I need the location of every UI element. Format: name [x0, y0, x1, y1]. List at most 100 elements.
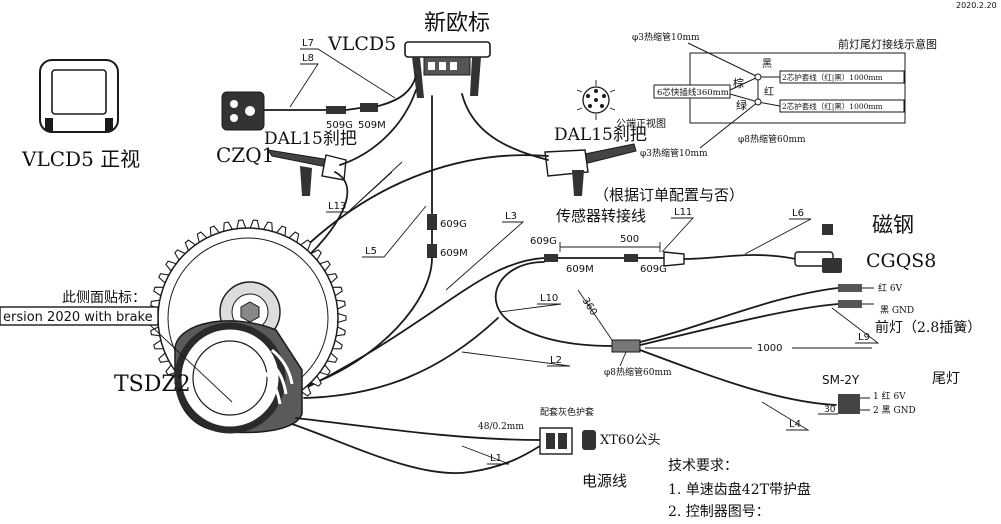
left-brake-label: DAL15刹把: [264, 129, 357, 149]
cable-l6: [683, 254, 797, 260]
cable-l10: [494, 261, 613, 347]
heatshrink-center-label: φ8热缩管60mm: [738, 133, 806, 145]
cable-label-l2: L2: [550, 355, 562, 366]
cable-label-l7: L7: [302, 38, 314, 49]
heatshrink-top-label: φ3热缩管10mm: [632, 31, 700, 43]
cable-front-light-red: [639, 287, 839, 343]
cable-front-light-black: [639, 303, 839, 346]
cable-label-l6: L6: [792, 208, 804, 219]
light-wiring-lines: [687, 42, 781, 149]
cable-label-l8: L8: [302, 53, 314, 64]
heatshrink-bottom-label: φ3热缩管10mm: [640, 147, 708, 159]
connector-509g: [326, 106, 346, 114]
connector-509g-label: 509G: [326, 120, 353, 131]
right-brake-label: DAL15刹把: [554, 125, 647, 145]
wire-black-label: 黑: [762, 58, 772, 70]
xt60-connector: [539, 427, 573, 455]
motor-label-text: ersion 2020 with brake: [3, 310, 153, 325]
connector-609m-sensor-label: 609M: [566, 264, 594, 275]
leader-l9: [831, 307, 880, 344]
tail-light-connector: [838, 394, 870, 414]
heatshrink-sleeve: [611, 339, 641, 353]
tail-light-model: SM-2Y: [822, 373, 860, 387]
connector-609g-top: [427, 214, 437, 230]
front-light-title: 前灯（2.8插簧）: [875, 319, 981, 336]
light-cable-heatshrink-label: φ8热缩管60mm: [604, 366, 672, 378]
cable-label-l10: L10: [540, 293, 558, 304]
cable-remote-to-display: [377, 75, 417, 107]
sensor-adapter-note: （根据订单配置与否）: [594, 186, 744, 204]
six-core-box: [653, 84, 731, 99]
connector-509m-label: 509M: [358, 120, 386, 131]
display-front-view-icon: [39, 59, 119, 133]
front-light-black-label: 黑 GND: [880, 305, 914, 316]
leader-l7: [300, 48, 396, 99]
cable-display-right-brake: [461, 93, 549, 161]
cable-l2: [303, 317, 499, 399]
connector-609m-top: [427, 244, 437, 258]
tail-light-pin2: 2 黑 GND: [873, 405, 916, 416]
speed-sensor-model-label: CGQS8: [866, 250, 936, 272]
wire-red-label: 红: [764, 85, 774, 98]
power-cable-title: 电源线: [582, 472, 627, 490]
magnet: [822, 224, 833, 235]
front-light-connector-black: [838, 300, 874, 308]
leader-l13: [326, 161, 403, 213]
pin-view-label: 公端正视图: [616, 117, 666, 130]
cable-label-l1: L1: [490, 453, 502, 464]
xt60-plug: [582, 430, 596, 450]
leader-l10: [499, 303, 562, 313]
connector-609g-top-label: 609G: [440, 219, 467, 230]
tail-light-pin1: 1 红 6V: [873, 390, 906, 402]
leader-l4: [761, 401, 810, 431]
connector-609g-sensor-right-label: 609G: [640, 264, 667, 275]
motor-label-note: 此侧面贴标：: [62, 290, 146, 306]
two-core-bottom-box: [779, 99, 905, 113]
cable-tail-light: [639, 349, 837, 406]
motor-model-label: TSDZ2: [114, 372, 191, 397]
cable-label-l11: L11: [674, 207, 692, 218]
cable-label-l3: L3: [505, 211, 517, 222]
wire-node-bottom: [754, 98, 762, 106]
drawing-date: 2020.2.20: [956, 1, 997, 10]
leader-l5: [362, 205, 427, 258]
connector-609m-top-label: 609M: [440, 248, 468, 259]
cable-l1: [291, 423, 541, 474]
right-brake-lever: [544, 143, 637, 196]
light-wiring-title: 前灯尾灯接线示意图: [838, 37, 937, 51]
two-core-top-label: 2芯护套线（红|黑）1000mm: [782, 72, 883, 82]
motor-housing: [174, 320, 303, 434]
power-sheath-label: 配套灰色护套: [540, 406, 594, 418]
display-front-view-label: VLCD5 正视: [21, 147, 140, 171]
power-wire-spec: 48/0.2mm: [478, 422, 524, 432]
speed-sensor-magnet-label: 磁钢: [872, 213, 914, 237]
cable-label-l5: L5: [365, 246, 377, 257]
wire-node-top: [754, 73, 762, 81]
remote-model-label: CZQ1: [216, 143, 274, 167]
xt60-plug-label: XT60公头: [600, 433, 660, 448]
two-core-top-box: [779, 70, 905, 84]
requirements-item-2: 2. 控制器图号：: [668, 504, 770, 520]
cable-power: [295, 417, 541, 441]
wire-brown-label: 棕: [733, 76, 744, 90]
light-cable-length: 360: [579, 296, 598, 318]
connector-509m: [360, 103, 378, 112]
connector-609g-sensor-left: [544, 254, 558, 262]
display-model-label: VLCD5: [327, 33, 396, 55]
display-unit: [404, 41, 491, 98]
remote-control: [221, 91, 265, 131]
tail-light-dimension: 30: [824, 405, 836, 415]
connector-609g-sensor-right: [663, 251, 685, 267]
cable-right-brake-motor: [299, 154, 549, 253]
requirements-title: 技术要求：: [668, 458, 738, 474]
two-core-bottom-label: 2芯护套线（红|黑）1000mm: [782, 101, 883, 111]
cable-remote-link: [345, 107, 361, 111]
speed-sensor: [794, 251, 842, 273]
leader-l3: [445, 221, 525, 291]
wire-green-label: 绿: [736, 98, 747, 112]
leader-l6: [744, 218, 812, 255]
leader-l1: [461, 445, 510, 465]
leader-l8: [289, 63, 319, 108]
front-light-length: 1000: [757, 343, 782, 354]
